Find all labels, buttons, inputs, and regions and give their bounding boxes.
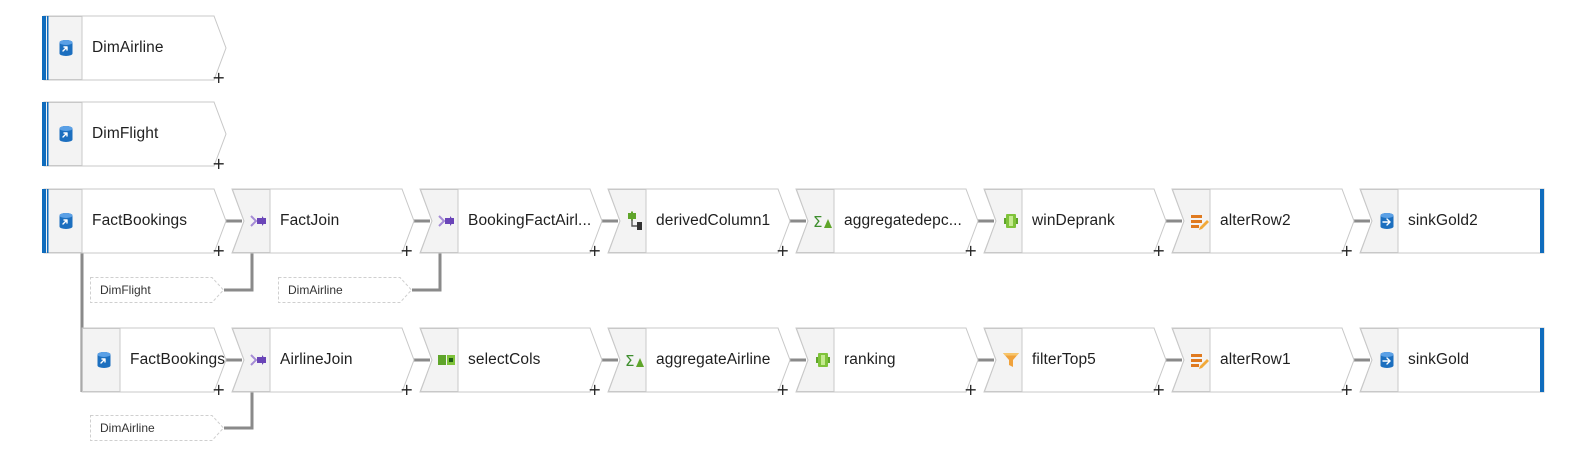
node-shape <box>983 327 1167 393</box>
add-transform-button[interactable]: + <box>588 241 602 260</box>
source-database-icon <box>56 211 76 231</box>
add-transform-button[interactable]: + <box>588 380 602 399</box>
node-label: FactBookings <box>130 351 226 368</box>
node-shape <box>42 15 227 81</box>
tag-shape <box>278 277 413 303</box>
node-label: selectCols <box>468 351 541 368</box>
node-label: sinkGold <box>1408 351 1470 368</box>
svg-text:Σ: Σ <box>813 213 822 231</box>
stream1-node-derivedcolumn1[interactable]: derivedColumn1 + <box>607 188 791 259</box>
stream1-node-alterrow2[interactable]: alterRow2 + <box>1171 188 1355 259</box>
window-icon <box>1001 211 1021 231</box>
node-shape <box>1359 327 1545 393</box>
stream2-node-factbookings[interactable]: FactBookings + <box>81 327 227 398</box>
node-label: alterRow2 <box>1220 212 1291 229</box>
add-transform-button[interactable]: + <box>400 380 414 399</box>
node-label: FactBookings <box>92 212 188 229</box>
sink-database-icon <box>1377 350 1397 370</box>
source-database-icon <box>56 38 76 58</box>
node-label: AirlineJoin <box>280 351 353 368</box>
node-label: DimFlight <box>92 125 159 142</box>
node-label: BookingFactAirl... <box>468 212 592 229</box>
reference-connector-dimairline <box>412 253 442 292</box>
add-transform-button[interactable]: + <box>212 154 226 173</box>
join-icon <box>437 211 457 231</box>
stream2-node-filtertop5[interactable]: filterTop5 + <box>983 327 1167 398</box>
reference-connector-dimairline-2 <box>224 392 254 430</box>
node-label: FactJoin <box>280 212 340 229</box>
node-label: ranking <box>844 351 896 368</box>
add-transform-button[interactable]: + <box>400 241 414 260</box>
stream2-node-selectcols[interactable]: selectCols + <box>419 327 603 398</box>
node-shape <box>231 327 415 393</box>
tag-label: DimFlight <box>100 283 151 297</box>
node-label: aggregatedepc... <box>844 212 962 229</box>
node-label: winDeprank <box>1032 212 1115 229</box>
node-shape <box>1171 188 1355 254</box>
node-shape <box>983 188 1167 254</box>
source-node-dimairline[interactable]: DimAirline + <box>42 15 227 86</box>
source-database-icon <box>94 350 114 370</box>
node-label: alterRow1 <box>1220 351 1291 368</box>
stream2-node-ranking[interactable]: ranking + <box>795 327 979 398</box>
aggregate-icon: Σ <box>625 350 645 370</box>
node-shape <box>419 188 603 254</box>
node-label: DimAirline <box>92 39 164 56</box>
tag-shape <box>90 277 225 303</box>
select-icon <box>437 350 457 370</box>
add-transform-button[interactable]: + <box>212 380 226 399</box>
join-icon <box>249 211 269 231</box>
add-transform-button[interactable]: + <box>776 241 790 260</box>
stream-reference-tag[interactable]: DimFlight <box>90 277 225 303</box>
add-transform-button[interactable]: + <box>964 241 978 260</box>
aggregate-icon: Σ <box>813 211 833 231</box>
node-shape <box>795 327 979 393</box>
node-shape <box>607 327 791 393</box>
add-transform-button[interactable]: + <box>964 380 978 399</box>
add-transform-button[interactable]: + <box>1340 380 1354 399</box>
tag-shape <box>90 415 225 441</box>
add-transform-button[interactable]: + <box>212 68 226 87</box>
node-shape <box>795 188 979 254</box>
node-shape <box>1359 188 1545 254</box>
node-shape <box>419 327 603 393</box>
reference-connector-dimflight <box>224 253 254 292</box>
derived-column-icon <box>625 211 645 231</box>
source-node-dimflight[interactable]: DimFlight + <box>42 101 227 172</box>
stream2-node-alterrow1[interactable]: alterRow1 + <box>1171 327 1355 398</box>
window-icon <box>813 350 833 370</box>
sink-database-icon <box>1377 211 1397 231</box>
node-label: aggregateAirline <box>656 351 771 368</box>
node-label: sinkGold2 <box>1408 212 1478 229</box>
stream1-node-factbookings[interactable]: FactBookings + <box>42 188 227 259</box>
node-shape <box>231 188 415 254</box>
add-transform-button[interactable]: + <box>1152 380 1166 399</box>
stream2-node-sinkgold[interactable]: sinkGold <box>1359 327 1545 393</box>
add-transform-button[interactable]: + <box>776 380 790 399</box>
add-transform-button[interactable]: + <box>212 241 226 260</box>
alter-row-icon <box>1189 350 1209 370</box>
stream1-node-windeprank[interactable]: winDeprank + <box>983 188 1167 259</box>
add-transform-button[interactable]: + <box>1340 241 1354 260</box>
node-label: filterTop5 <box>1032 351 1096 368</box>
stream1-node-factjoin[interactable]: FactJoin + <box>231 188 415 259</box>
tag-label: DimAirline <box>100 421 155 435</box>
filter-icon <box>1001 350 1021 370</box>
tag-label: DimAirline <box>288 283 343 297</box>
node-label: derivedColumn1 <box>656 212 771 229</box>
stream-reference-tag[interactable]: DimAirline <box>90 415 225 441</box>
stream1-node-sinkgold2[interactable]: sinkGold2 <box>1359 188 1545 254</box>
stream2-node-airlinejoin[interactable]: AirlineJoin + <box>231 327 415 398</box>
source-database-icon <box>56 124 76 144</box>
join-icon <box>249 350 269 370</box>
node-shape <box>607 188 791 254</box>
stream1-node-bookingfactairl[interactable]: BookingFactAirl... + <box>419 188 603 259</box>
svg-text:Σ: Σ <box>625 352 634 370</box>
stream-reference-tag[interactable]: DimAirline <box>278 277 413 303</box>
add-transform-button[interactable]: + <box>1152 241 1166 260</box>
alter-row-icon <box>1189 211 1209 231</box>
